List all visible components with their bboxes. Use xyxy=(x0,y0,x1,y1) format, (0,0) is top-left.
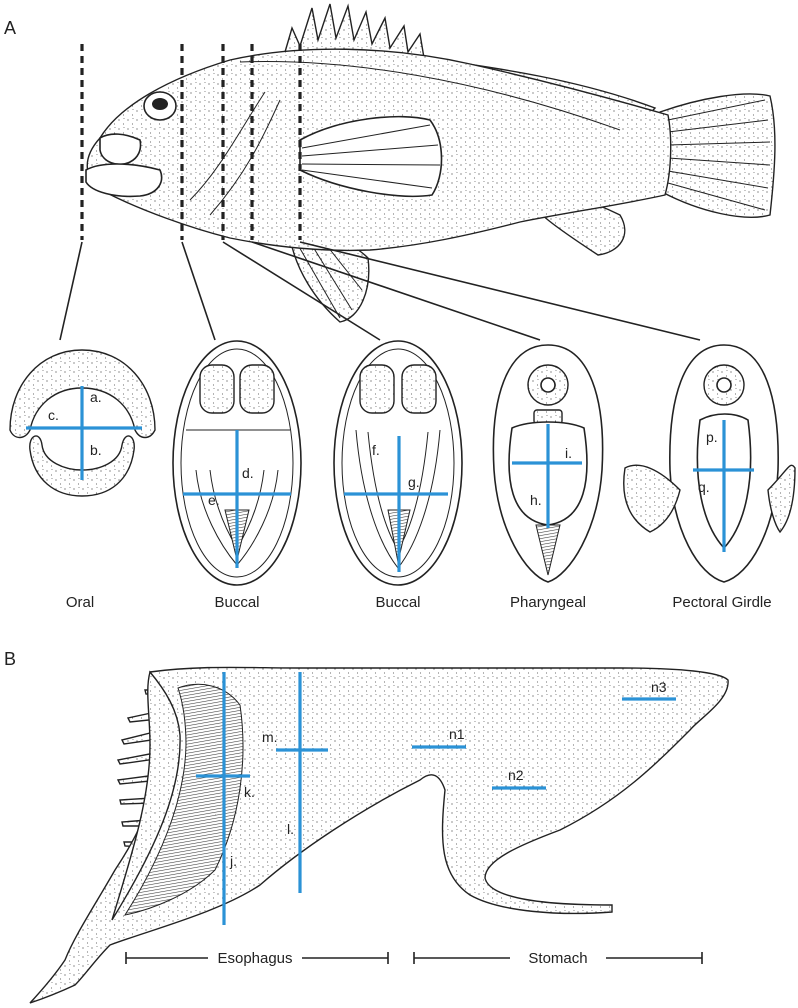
measurement-label-f: f. xyxy=(372,442,380,458)
section-buccal-1: d. e. xyxy=(172,340,302,586)
measurement-label-b: b. xyxy=(90,442,102,458)
leader-lines xyxy=(59,241,701,341)
region-bar-stomach xyxy=(413,952,703,964)
panel-label-b: B xyxy=(4,649,16,669)
measurement-label-j: j. xyxy=(229,853,237,869)
measurement-label-k: k. xyxy=(244,784,255,800)
section-label-buccal-2: Buccal xyxy=(375,594,420,611)
measurement-label-m: m. xyxy=(262,729,278,745)
region-label-stomach: Stomach xyxy=(528,950,587,967)
section-lines xyxy=(80,44,302,240)
measurement-label-q: q. xyxy=(698,479,710,495)
measurement-label-n3: n3 xyxy=(651,679,667,695)
gut-drawing xyxy=(29,666,729,1004)
section-pharyngeal: h. i. xyxy=(492,344,604,583)
section-label-pectoral-girdle: Pectoral Girdle xyxy=(672,594,771,611)
measurement-label-i: i. xyxy=(565,445,572,461)
measurement-label-d: d. xyxy=(242,465,254,481)
section-pectoral-girdle: p. q. xyxy=(623,344,796,583)
section-oral: a. b. c. xyxy=(9,349,156,497)
measurement-label-g: g. xyxy=(408,474,420,490)
measurement-label-a: a. xyxy=(90,389,102,405)
measurement-label-n2: n2 xyxy=(508,767,524,783)
panel-label-a: A xyxy=(4,18,16,38)
measurement-label-e: e. xyxy=(208,492,220,508)
measurement-label-h: h. xyxy=(530,492,542,508)
measurement-label-n1: n1 xyxy=(449,726,465,742)
measurement-label-l: l. xyxy=(287,821,294,837)
fish-drawing xyxy=(85,3,776,323)
measurement-label-p: p. xyxy=(706,429,718,445)
measurement-label-c: c. xyxy=(48,407,59,423)
region-label-esophagus: Esophagus xyxy=(217,950,292,967)
region-bar-esophagus xyxy=(125,952,389,964)
gut-measurements xyxy=(196,672,676,925)
section-label-buccal-1: Buccal xyxy=(214,594,259,611)
section-buccal-2: f. g. xyxy=(333,340,463,586)
section-label-oral: Oral xyxy=(66,594,94,611)
section-label-pharyngeal: Pharyngeal xyxy=(510,594,586,611)
